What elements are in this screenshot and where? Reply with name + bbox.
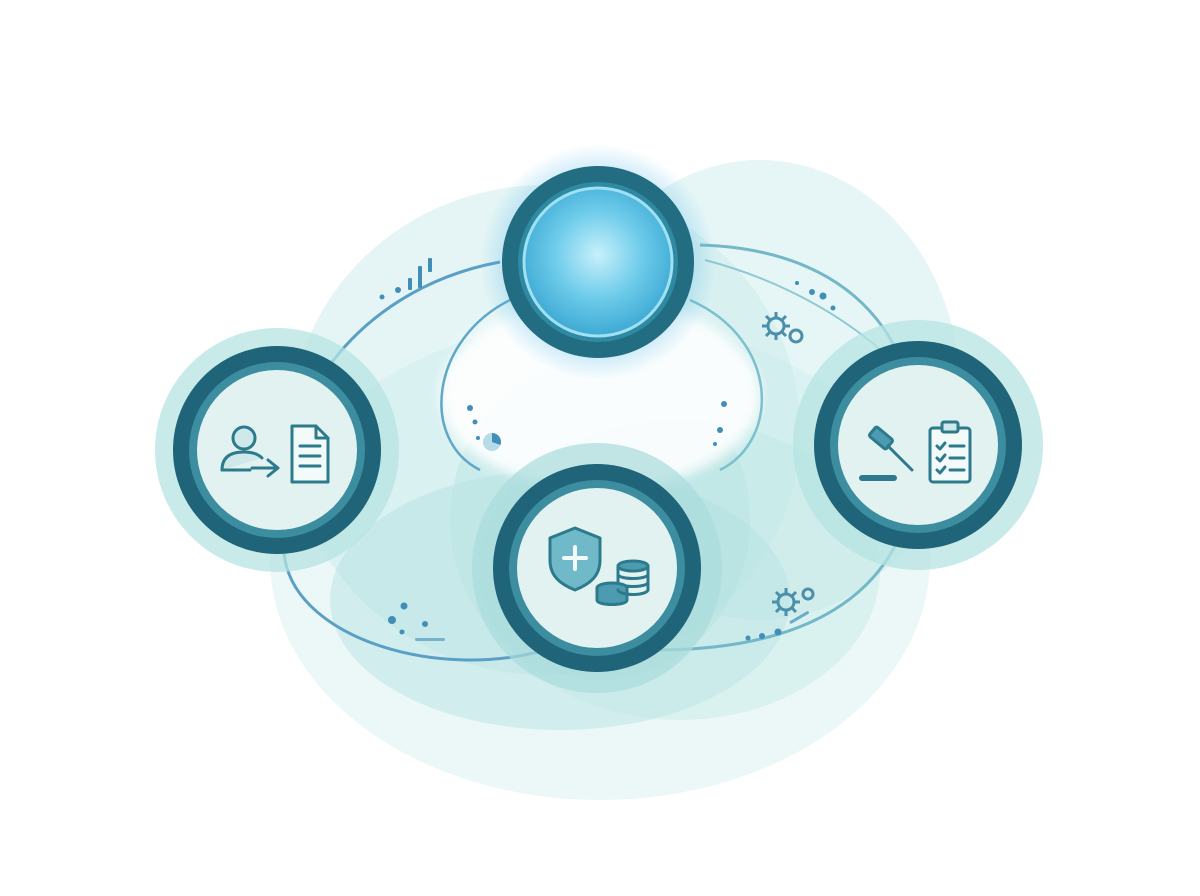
decor-dots xyxy=(379,258,836,641)
gear-icon xyxy=(762,312,804,344)
orbit-inner-right xyxy=(689,298,763,472)
gavel-checklist-icon xyxy=(859,420,972,484)
gear-icon xyxy=(772,587,815,616)
right-node xyxy=(793,320,1043,570)
hub-node xyxy=(480,144,716,380)
orbit-inner-left xyxy=(440,298,511,472)
shield-medical-coins-icon xyxy=(548,526,650,606)
pie-icon xyxy=(483,433,502,451)
left-node xyxy=(155,328,399,572)
person-transfer-document-icon xyxy=(220,424,330,484)
